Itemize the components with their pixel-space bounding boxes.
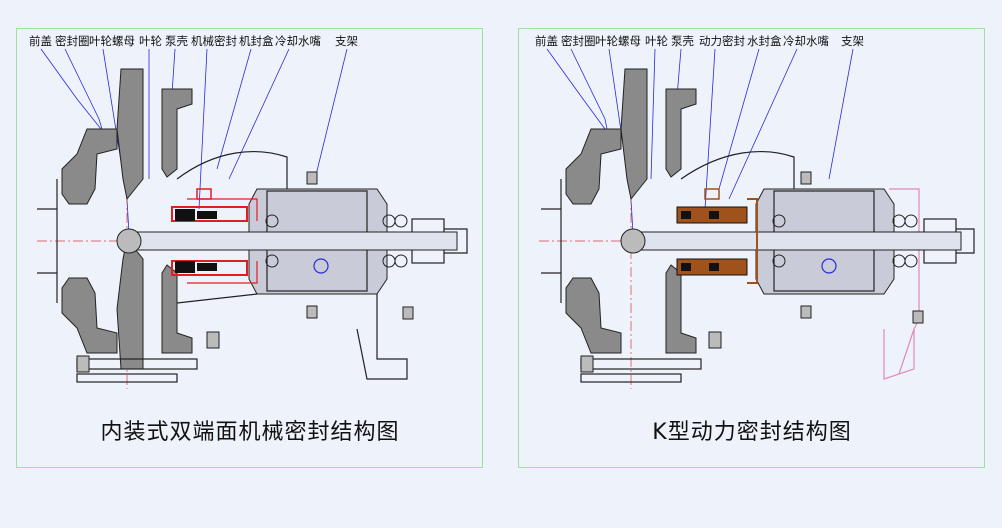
- pedestal-support: [883, 188, 920, 380]
- bearings: [772, 214, 918, 268]
- label-pump-casing: 泵壳: [165, 34, 188, 48]
- bracket-outline: [37, 150, 468, 383]
- bolts: [76, 171, 414, 373]
- label-cooling-nozzle: 冷却水嘴: [275, 34, 321, 48]
- mech-seal-drawing: 前盖 密封圈 叶轮螺母 叶轮 泵壳 机械密封 机封盒 冷却水嘴 支架: [29, 34, 468, 445]
- label-water-seal-box: 水封盒: [747, 34, 782, 48]
- label-seal-box: 机封盒: [239, 34, 274, 48]
- label-bracket: 支架: [841, 34, 864, 48]
- right-diagram-panel: 前盖 密封圈 叶轮螺母 叶轮 泵壳 动力密封 水封盒 冷却水嘴 支架: [518, 28, 985, 468]
- right-caption: K型动力密封结构图: [652, 420, 851, 445]
- label-front-cover: 前盖: [29, 34, 52, 48]
- label-bracket: 支架: [335, 34, 358, 48]
- label-impeller-nut: 叶轮螺母: [595, 34, 641, 48]
- label-pump-casing: 泵壳: [671, 34, 694, 48]
- label-seal-ring: 密封圈: [55, 34, 90, 48]
- label-impeller-nut: 叶轮螺母: [89, 34, 135, 48]
- impeller-nut: [620, 228, 646, 254]
- bolts: [580, 171, 924, 373]
- label-mechanical-seal: 机械密封: [191, 34, 237, 48]
- shaft: [620, 228, 962, 274]
- left-caption: 内装式双端面机械密封结构图: [100, 420, 399, 445]
- label-cooling-nozzle: 冷却水嘴: [783, 34, 829, 48]
- label-seal-ring: 密封圈: [561, 34, 596, 48]
- shaft: [116, 228, 458, 274]
- label-front-cover: 前盖: [535, 34, 558, 48]
- bearings: [265, 214, 408, 268]
- mechanical-seal: [171, 188, 258, 284]
- label-impeller: 叶轮: [645, 34, 668, 48]
- label-dynamic-seal: 动力密封: [699, 34, 745, 48]
- pump-casing-section: [61, 68, 388, 370]
- impeller-nut: [116, 228, 142, 254]
- cooling-nozzle: [704, 188, 720, 200]
- dynamic-seal-drawing: 前盖 密封圈 叶轮螺母 叶轮 泵壳 动力密封 水封盒 冷却水嘴 支架: [535, 34, 975, 445]
- oil-window: [313, 258, 329, 274]
- oil-window: [821, 258, 837, 274]
- left-diagram-panel: 前盖 密封圈 叶轮螺母 叶轮 泵壳 机械密封 机封盒 冷却水嘴 支架: [16, 28, 483, 468]
- dynamic-seal: [676, 188, 758, 284]
- label-impeller: 叶轮: [139, 34, 162, 48]
- cooling-nozzle: [196, 188, 212, 200]
